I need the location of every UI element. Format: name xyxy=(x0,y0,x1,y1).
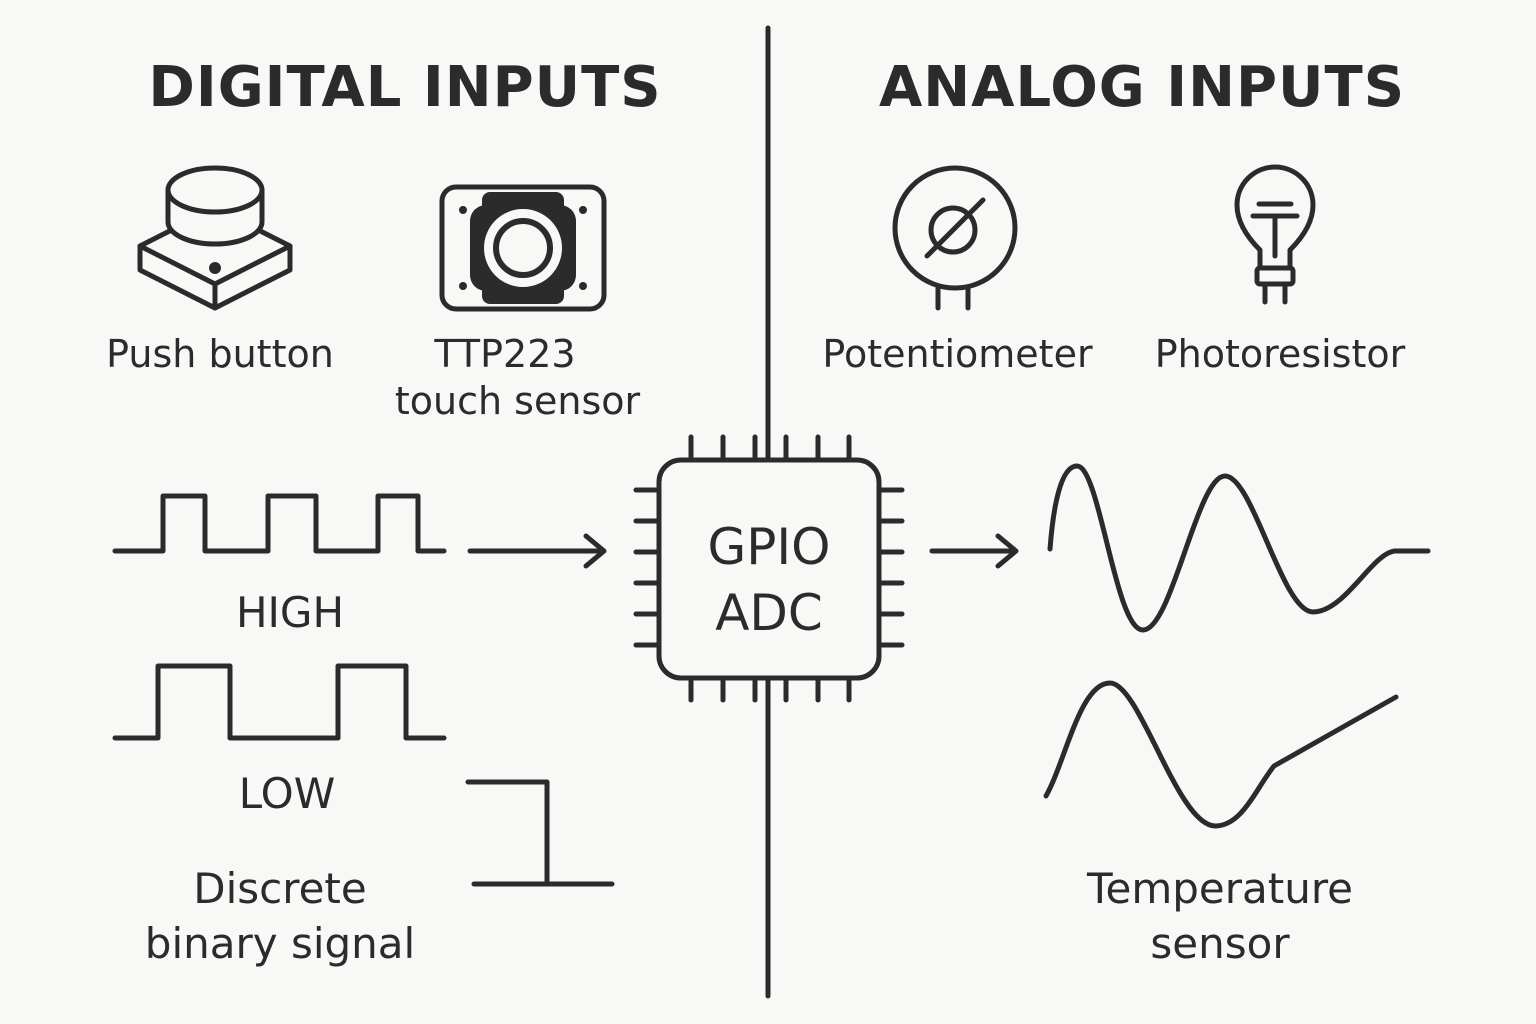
chip-pins-left xyxy=(633,487,662,648)
low-waveform xyxy=(112,663,447,741)
photoresistor-icon xyxy=(1234,164,1316,305)
output-arrow xyxy=(929,533,1019,569)
potentiometer-label: Potentiometer xyxy=(822,332,1093,376)
high-label: HIGH xyxy=(235,588,345,637)
input-arrow xyxy=(467,533,607,569)
chip-label-adc: ADC xyxy=(715,584,823,642)
chip-body xyxy=(656,457,882,681)
discrete-signal-caption-line2: binary signal xyxy=(144,919,416,968)
touch-sensor-label-line1: TTP223 xyxy=(434,332,576,376)
photoresistor-label: Photoresistor xyxy=(1154,332,1406,376)
push-button-label: Push button xyxy=(106,332,334,376)
push-button-icon xyxy=(137,165,293,311)
temperature-sensor-caption-line2: sensor xyxy=(1150,919,1290,968)
analog-waveform-top xyxy=(1047,463,1431,633)
chip-pins-right xyxy=(876,487,905,648)
digital-inputs-heading: DIGITAL INPUTS xyxy=(148,55,662,120)
chip-pins-bottom xyxy=(688,675,852,703)
touch-sensor-icon xyxy=(439,184,607,312)
analog-inputs-heading: ANALOG INPUTS xyxy=(878,55,1406,120)
potentiometer-icon xyxy=(892,165,1018,311)
chip-label-gpio: GPIO xyxy=(707,518,831,576)
step-signal xyxy=(465,779,615,887)
gpio-chip xyxy=(633,434,905,703)
low-label: LOW xyxy=(238,769,336,818)
temperature-sensor-caption-line1: Temperature xyxy=(1086,864,1354,913)
analog-waveform-bottom xyxy=(1043,680,1399,829)
touch-sensor-label-line2: touch sensor xyxy=(394,379,641,423)
discrete-signal-caption-line1: Discrete xyxy=(193,864,367,913)
high-waveform xyxy=(112,493,447,554)
chip-pins-top xyxy=(688,434,852,463)
